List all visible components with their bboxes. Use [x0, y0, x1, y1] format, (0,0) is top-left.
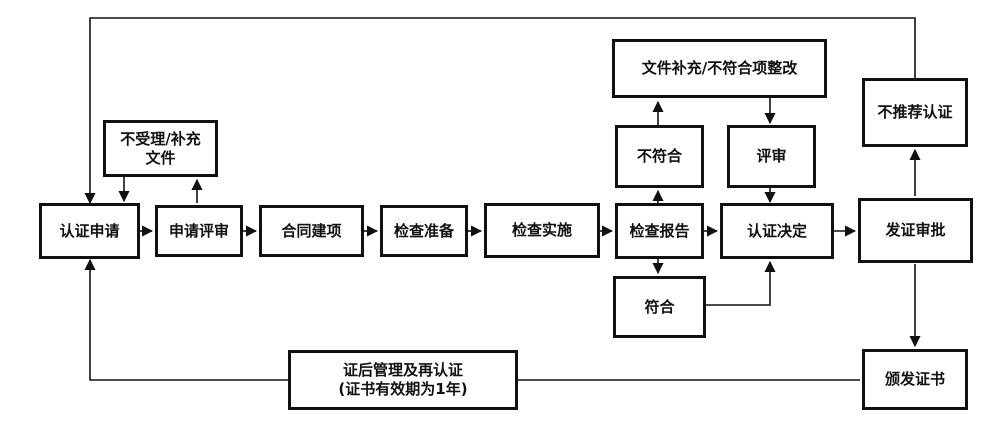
node-not-recommend: 不推荐认证 — [862, 78, 968, 147]
node-post-management: 证后管理及再认证 (证书有效期为1年) — [288, 350, 518, 410]
node-issue-cert: 颁发证书 — [862, 349, 968, 410]
node-cert-decision: 认证决定 — [720, 203, 834, 259]
arrow-conform-to-decision — [706, 260, 776, 306]
node-not-accepted: 不受理/补充 文件 — [103, 120, 218, 177]
node-application: 认证申请 — [39, 203, 140, 259]
node-inspection-exec: 检查实施 — [484, 203, 600, 258]
node-conform: 符合 — [613, 276, 706, 338]
node-application-review: 申请评审 — [155, 205, 243, 257]
node-review: 评审 — [727, 125, 816, 188]
node-rectification: 文件补充/不符合项整改 — [612, 39, 827, 98]
node-inspection-report: 检查报告 — [615, 203, 704, 259]
node-non-conform: 不符合 — [615, 125, 704, 188]
node-inspection-prep: 检查准备 — [380, 205, 468, 257]
arrow-not-recommend-to-application — [84, 17, 916, 205]
node-cert-approval: 发证审批 — [858, 198, 973, 263]
arrow-post-to-application — [84, 258, 288, 381]
node-contract: 合同建项 — [259, 205, 364, 257]
